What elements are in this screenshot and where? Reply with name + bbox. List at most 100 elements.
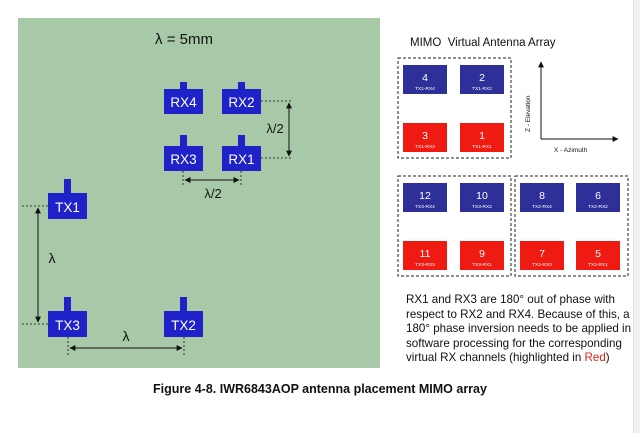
virtual-element-tile (403, 241, 447, 270)
virtual-element: 6 TX2-RX2 (576, 183, 620, 212)
tx2-feed (180, 297, 187, 312)
virtual-group-tx3-box (397, 175, 512, 277)
virtual-element: 8 TX2-RX4 (520, 183, 564, 212)
azimuth-axis-label: X - Azimuth (554, 147, 588, 154)
tx-vertical-label: λ (49, 250, 56, 266)
virtual-element-number: 5 (595, 248, 601, 260)
rx2-patch (222, 89, 261, 114)
rx-antenna-group: RX4 RX2 RX3 RX1 (164, 82, 261, 171)
virtual-element-number: 6 (595, 190, 601, 202)
virtual-element-tile (460, 123, 504, 152)
virtual-element-pair: TX2-RX1 (588, 262, 608, 268)
virtual-element-tile (520, 183, 564, 212)
rx3-patch (164, 146, 203, 171)
virtual-element-pair: TX1-RX1 (472, 144, 492, 150)
virtual-element: 4 TX1-RX4 (403, 65, 447, 94)
phase-note-end: ) (605, 351, 610, 365)
tx3-patch (48, 311, 87, 337)
figure-caption: Figure 4-8. IWR6843AOP antenna placement… (153, 382, 487, 396)
virtual-element-number: 3 (422, 130, 428, 142)
tx-antenna-tx1: TX1 (48, 179, 87, 219)
tx1-label: TX1 (55, 200, 80, 215)
rx-antenna-rx4: RX4 (164, 82, 203, 114)
virtual-element-number: 9 (479, 248, 485, 260)
virtual-element-tile (403, 123, 447, 152)
virtual-element-number: 2 (479, 72, 485, 84)
tx-antenna-tx3: TX3 (48, 297, 87, 337)
rx4-patch (164, 89, 203, 114)
rx-spacing-dimension: λ/2 λ/2 (182, 100, 292, 201)
virtual-element-number: 1 (479, 130, 485, 142)
virtual-element-tile (403, 183, 447, 212)
scrollbar-edge[interactable] (633, 0, 640, 433)
phase-note-highlight: Red (584, 351, 606, 365)
lambda-value-label: λ = 5mm (155, 31, 213, 48)
virtual-array-title: MIMO Virtual Antenna Array (410, 37, 556, 49)
virtual-element-tile (403, 65, 447, 94)
virtual-element: 1 TX1-RX1 (460, 123, 504, 152)
virtual-element-pair: TX3-RX3 (415, 262, 435, 268)
virtual-element-number: 7 (539, 248, 545, 260)
rx-horizontal-label: λ/2 (204, 186, 221, 201)
virtual-group-tx1-box (397, 57, 512, 159)
rx4-feed (180, 82, 187, 90)
virtual-element-pair: TX2-RX3 (532, 262, 552, 268)
tx-horizontal-label: λ (123, 328, 130, 344)
virtual-element: 7 TX2-RX3 (520, 241, 564, 270)
rx-vertical-label: λ/2 (266, 121, 283, 136)
virtual-array-panel: MIMO Virtual Antenna Array 4 TX1-RX4 2 T… (397, 37, 629, 277)
virtual-element-tile (460, 65, 504, 94)
rx-antenna-rx3: RX3 (164, 135, 203, 171)
phase-note-text: RX1 and RX3 are 180° out of phase with r… (406, 293, 632, 365)
tx-spacing-dimension: λ λ (22, 205, 185, 356)
virtual-element-pair: TX3-RX4 (415, 204, 435, 210)
virtual-element-pair: TX2-RX4 (532, 204, 552, 210)
virtual-element-pair: TX1-RX2 (472, 86, 492, 92)
tx1-feed (64, 179, 71, 194)
virtual-element-number: 12 (419, 190, 431, 202)
virtual-element-pair: TX1-RX3 (415, 144, 435, 150)
tx-antenna-tx2: TX2 (164, 297, 203, 337)
tx3-label: TX3 (55, 318, 80, 333)
virtual-element: 5 TX2-RX1 (576, 241, 620, 270)
virtual-element: 11 TX3-RX3 (403, 241, 447, 270)
virtual-element-tile (576, 183, 620, 212)
virtual-element-tile (520, 241, 564, 270)
virtual-element: 9 TX3-RX1 (460, 241, 504, 270)
tx-antenna-group: TX1 TX3 TX2 (48, 179, 203, 337)
rx-antenna-rx1: RX1 (222, 135, 261, 171)
virtual-element-number: 10 (476, 190, 488, 202)
virtual-element-pair: TX3-RX1 (472, 262, 492, 268)
rx-antenna-rx2: RX2 (222, 82, 261, 114)
virtual-element: 2 TX1-RX2 (460, 65, 504, 94)
virtual-element-number: 8 (539, 190, 545, 202)
virtual-element-tile (460, 241, 504, 270)
virtual-element: 10 TX3-RX2 (460, 183, 504, 212)
virtual-array-axes: Z - Elevation X - Azimuth (525, 61, 619, 154)
virtual-group-tx2-box (514, 175, 629, 277)
virtual-element-number: 11 (420, 248, 431, 260)
rx3-feed (180, 135, 187, 147)
virtual-element: 3 TX1-RX3 (403, 123, 447, 152)
antenna-board: λ = 5mm RX4 RX2 RX3 RX1 (18, 18, 380, 368)
virtual-element-tile (460, 183, 504, 212)
tx2-patch (164, 311, 203, 337)
virtual-element-pair: TX2-RX2 (588, 204, 608, 210)
tx2-label: TX2 (171, 318, 196, 333)
virtual-element-pair: TX1-RX4 (415, 86, 435, 92)
rx1-feed (238, 135, 245, 147)
rx1-patch (222, 146, 261, 171)
virtual-element-number: 4 (422, 72, 428, 84)
tx1-patch (48, 193, 87, 219)
virtual-element: 12 TX3-RX4 (403, 183, 447, 212)
phase-inversion-note: RX1 and RX3 are 180° out of phase with r… (406, 293, 638, 366)
elevation-axis-label: Z - Elevation (525, 95, 532, 132)
rx2-label: RX2 (228, 95, 254, 110)
virtual-element-pair: TX3-RX2 (472, 204, 492, 210)
rx3-label: RX3 (170, 152, 196, 167)
rx2-feed (238, 82, 245, 90)
virtual-element-tile (576, 241, 620, 270)
rx4-label: RX4 (170, 95, 197, 110)
tx3-feed (64, 297, 71, 312)
